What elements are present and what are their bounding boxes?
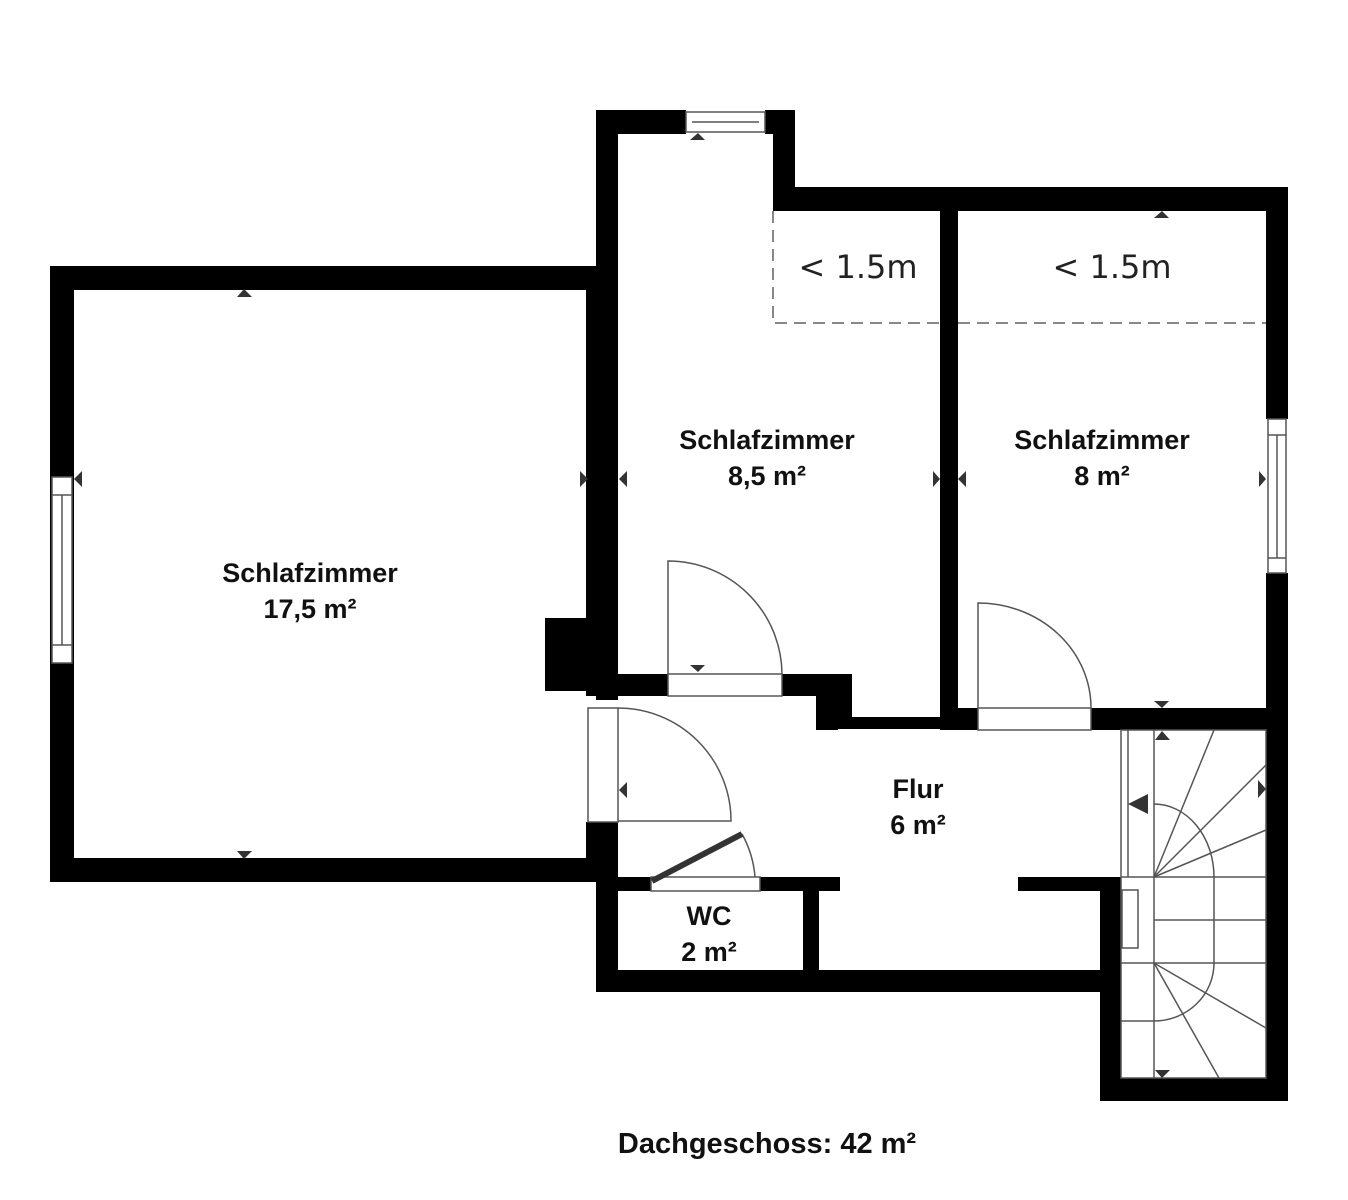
- room-name: Schlafzimmer: [1014, 425, 1190, 455]
- room-label-bedroom-middle: Schlafzimmer 8,5 m²: [679, 422, 855, 494]
- room-area: 8 m²: [1074, 461, 1130, 491]
- low-ceiling-label-right: < 1.5m: [1052, 248, 1172, 286]
- room-area: 2 m²: [681, 937, 737, 967]
- room-label-hallway: Flur 6 m²: [890, 771, 946, 843]
- dimension-markers: [74, 133, 1266, 859]
- walls: [50, 110, 1288, 1101]
- room-label-bedroom-right: Schlafzimmer 8 m²: [1014, 422, 1190, 494]
- wc-door-leaf: [650, 831, 744, 884]
- room-name: WC: [686, 901, 732, 931]
- floor-total-area: Dachgeschoss: 42 m²: [617, 1128, 917, 1160]
- room-area: 17,5 m²: [263, 594, 357, 624]
- doors: [587, 560, 1092, 892]
- windows: [51, 111, 1287, 664]
- room-area: 8,5 m²: [727, 461, 807, 491]
- low-ceiling-zones: [772, 211, 1266, 324]
- room-name: Schlafzimmer: [679, 425, 855, 455]
- room-area: 6 m²: [890, 810, 946, 840]
- room-label-bedroom-large: Schlafzimmer 17,5 m²: [222, 555, 398, 627]
- low-ceiling-label-middle: < 1.5m: [798, 248, 918, 286]
- room-label-wc: WC 2 m²: [681, 898, 737, 970]
- room-name: Schlafzimmer: [222, 558, 398, 588]
- stair-arrows: [1128, 731, 1266, 1078]
- room-name: Flur: [892, 774, 944, 804]
- staircase: [1120, 729, 1267, 1079]
